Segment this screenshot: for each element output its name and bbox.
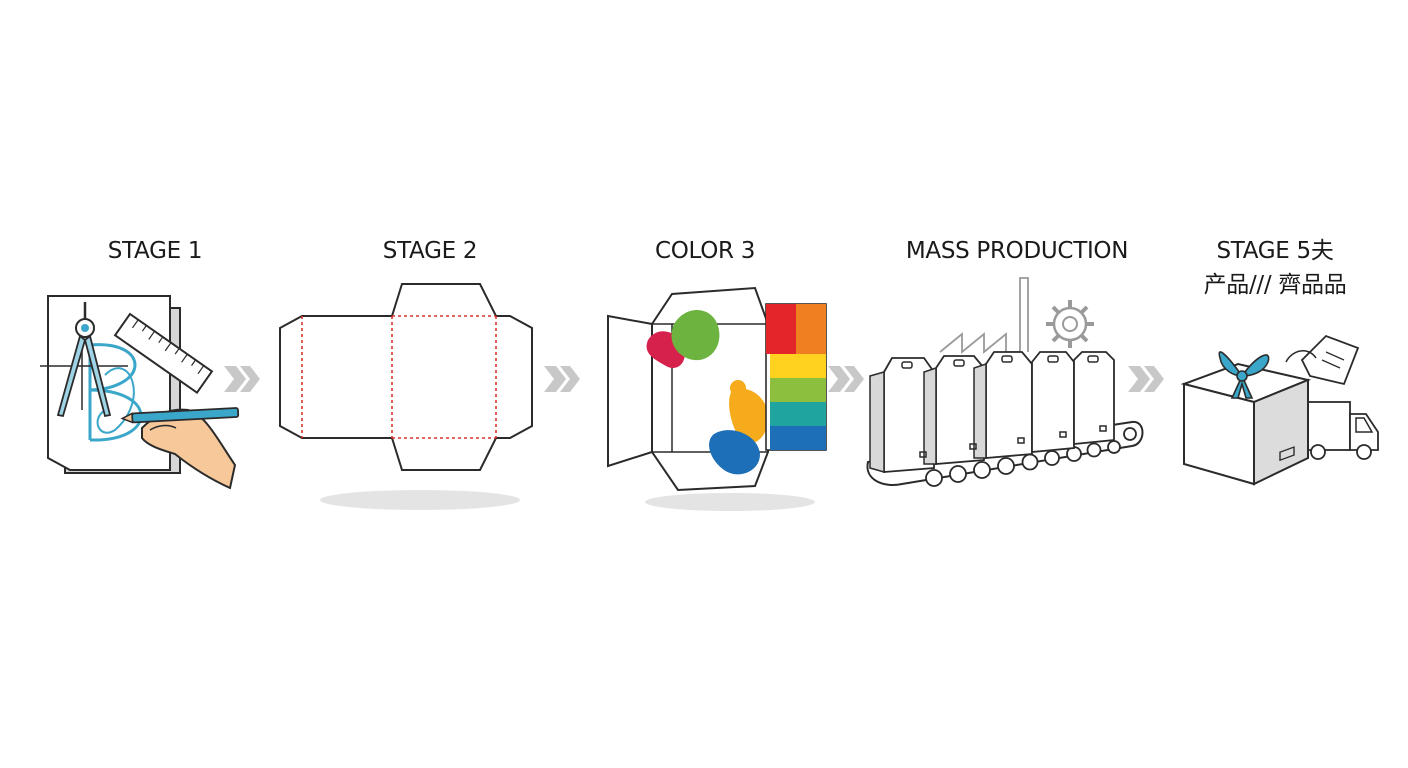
chevron-right-icon (1128, 366, 1164, 392)
chevron-right-icon (544, 366, 580, 392)
stage-5-label-line2: 产品/// 齊品品 (1203, 272, 1347, 298)
tag-icon (1285, 334, 1360, 386)
stage-1-title: STAGE 1 (55, 234, 255, 268)
stage-5-title: STAGE 5夫 产品/// 齊品品 (1170, 234, 1380, 302)
chevron-right-icon (828, 366, 864, 392)
stage-2-label: STAGE 2 (382, 238, 478, 264)
stage-3-title: COLOR 3 (605, 234, 805, 268)
gear-icon (1046, 300, 1094, 348)
truck-icon (1301, 401, 1379, 460)
stage-2-title: STAGE 2 (330, 234, 530, 268)
stage-4-title: MASS PRODUCTION (882, 234, 1152, 268)
factory-conveyor-icon (866, 277, 1144, 487)
box-dieline-icon (279, 283, 533, 510)
stage-3-label: COLOR 3 (654, 238, 756, 264)
drafting-design-icon (40, 295, 240, 490)
gift-delivery-icon (1180, 334, 1379, 486)
color-printing-icon (607, 286, 827, 511)
chevron-right-icon (224, 366, 260, 392)
stage-1-label: STAGE 1 (107, 238, 203, 264)
stage-5-label: STAGE 5夫 (1216, 238, 1334, 264)
stage-4-label: MASS PRODUCTION (905, 238, 1129, 264)
